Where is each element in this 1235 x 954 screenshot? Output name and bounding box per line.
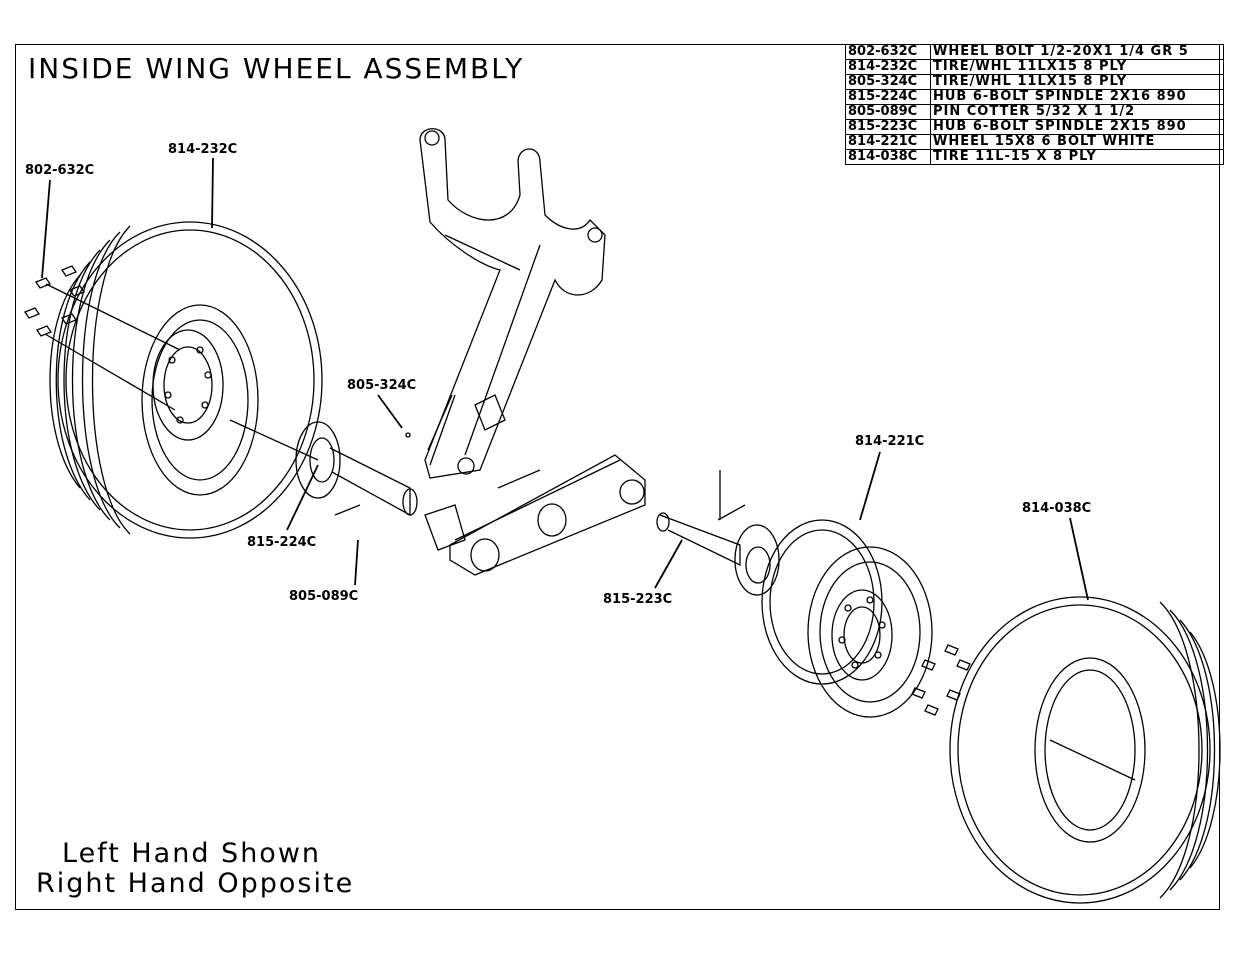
callout-802-632c: 802-632C — [25, 163, 95, 178]
part-number: 815-223C — [845, 119, 931, 135]
part-description: HUB 6-BOLT SPINDLE 2X15 890 — [930, 119, 1224, 135]
note-left-hand: Left Hand Shown — [62, 838, 322, 869]
callout-814-038c: 814-038C — [1022, 501, 1092, 516]
right-hub-spindle — [656, 470, 780, 596]
part-description: PIN COTTER 5/32 X 1 1/2 — [930, 104, 1224, 120]
cotter-pin-upper — [427, 394, 453, 451]
callout-815-223c: 815-223C — [603, 592, 673, 607]
part-description: TIRE/WHL 11LX15 8 PLY — [930, 59, 1224, 75]
part-description: TIRE 11L-15 X 8 PLY — [930, 149, 1224, 165]
callout-815-224c: 815-224C — [247, 535, 317, 550]
note-right-hand: Right Hand Opposite — [36, 868, 355, 899]
callout-814-221c: 814-221C — [855, 434, 925, 449]
part-number: 805-089C — [845, 104, 931, 120]
part-number: 805-324C — [845, 74, 931, 90]
drawing-frame — [15, 44, 1220, 910]
part-description: TIRE/WHL 11LX15 8 PLY — [930, 74, 1224, 90]
left-wheel-bolts — [24, 265, 181, 411]
part-number: 815-224C — [845, 89, 931, 105]
callout-805-089c: 805-089C — [289, 589, 359, 604]
right-tire — [949, 596, 1221, 904]
leader-lines — [41, 157, 1089, 601]
part-number: 814-232C — [845, 59, 931, 75]
upright-arm — [419, 128, 606, 479]
part-description: WHEEL 15X8 6 BOLT WHITE — [930, 134, 1224, 150]
right-wheel-bolts — [911, 644, 971, 716]
left-tire — [49, 221, 323, 539]
left-wheel-rim — [152, 329, 224, 441]
drawing-title: INSIDE WING WHEEL ASSEMBLY — [28, 52, 525, 85]
axle-arm — [424, 454, 646, 576]
cotter-pin-ring — [405, 432, 411, 438]
left-hub-spindle — [229, 419, 418, 517]
right-wheel-rim — [761, 519, 933, 718]
callout-814-232c: 814-232C — [168, 142, 238, 157]
callout-805-324c: 805-324C — [347, 378, 417, 393]
